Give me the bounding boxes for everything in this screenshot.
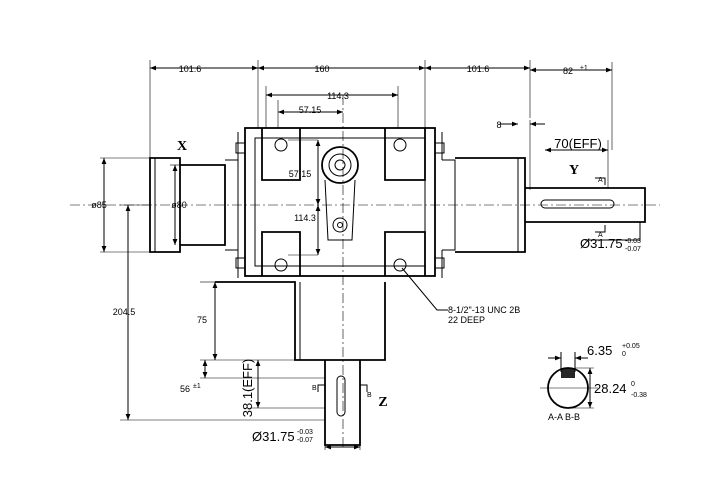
- dim-114-3-side: 114.3: [294, 213, 316, 223]
- dim-8: 8: [496, 120, 501, 130]
- dim-114-3-top: 114.3: [327, 91, 349, 101]
- dim-shaft-y-diameter: Ø31.75: [580, 236, 623, 251]
- bolt-hole: [274, 258, 288, 272]
- dim-keyway-width: 6.35: [587, 343, 612, 358]
- dim-shaft-y-tol-dn: -0.07: [625, 246, 641, 253]
- section-marker-b-right: B: [367, 392, 372, 399]
- dim-keyway-depth-tol-dn: -0.38: [631, 392, 647, 399]
- shaft-x-label: X: [177, 139, 187, 154]
- dim-70-eff: 70(EFF): [554, 136, 602, 151]
- section-marker-a-bottom: A: [598, 232, 603, 239]
- dim-shaft-z-tol-dn: -0.07: [297, 437, 313, 444]
- dim-82: 82: [563, 66, 573, 76]
- dim-phi85: ø85: [91, 200, 107, 210]
- dim-204-5: 204.5: [113, 307, 136, 317]
- dim-160: 160: [314, 64, 329, 74]
- dim-82-tol: ±1: [580, 65, 588, 72]
- dim-keyway-width-tol-up: +0.05: [622, 343, 640, 350]
- shaft-z-label: Z: [378, 395, 387, 410]
- section-marker-a-top: A: [598, 177, 603, 184]
- dim-keyway-width-tol-dn: 0: [622, 351, 626, 358]
- dim-56-tol: ±1: [193, 383, 201, 390]
- dimension-lines: [101, 65, 641, 450]
- bolt-hole: [393, 258, 407, 272]
- gearbox-housing: [235, 127, 445, 278]
- dim-keyway-depth-tol-up: 0: [631, 381, 635, 388]
- section-markers: [317, 177, 606, 392]
- dim-75: 75: [197, 315, 207, 325]
- left-shaft-x: [100, 157, 239, 253]
- thread-note-line2: 22 DEEP: [448, 315, 485, 325]
- extension-lines: [120, 60, 613, 450]
- dim-56: 56: [180, 384, 190, 394]
- dim-shaft-z-diameter: Ø31.75: [252, 429, 295, 444]
- thread-note-line1: 8-1/2"-13 UNC 2B: [448, 305, 520, 315]
- dim-57-15-top: 57.15: [299, 105, 322, 115]
- shaft-y-label: Y: [569, 163, 579, 178]
- section-detail: [540, 352, 598, 409]
- dim-101-6-left: 101.6: [179, 64, 202, 74]
- dim-shaft-z-tol-up: -0.03: [297, 429, 313, 436]
- dim-phi80: ø80: [171, 200, 187, 210]
- dim-101-6-right: 101.6: [467, 64, 490, 74]
- dim-keyway-depth: 28.24: [594, 381, 627, 396]
- dim-38-1-eff: 38.1(EFF): [240, 359, 255, 418]
- dim-57-15-side: 57.15: [289, 169, 312, 179]
- right-shaft-y: [442, 120, 646, 253]
- thread-leader: [401, 267, 448, 311]
- bolt-hole: [393, 138, 407, 152]
- section-caption: A-A B-B: [548, 412, 580, 422]
- bolt-hole: [274, 138, 288, 152]
- dim-shaft-y-tol-up: -0.03: [625, 238, 641, 245]
- shaft-y-diameter-leader: [585, 222, 641, 241]
- section-marker-b-left: B: [312, 385, 317, 392]
